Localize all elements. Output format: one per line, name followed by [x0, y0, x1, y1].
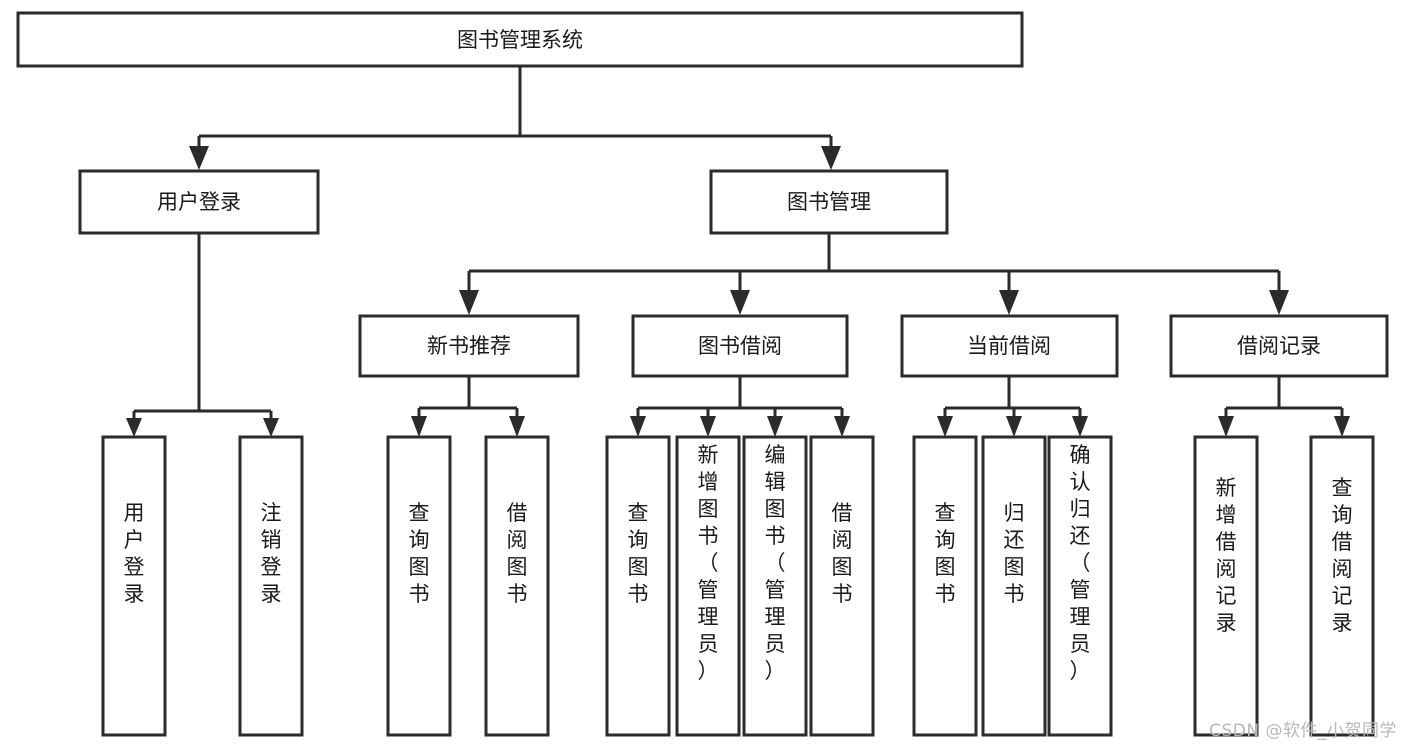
- leaf-node-user-login[interactable]: 用户登录: [101, 435, 167, 737]
- leaf-node-add-book[interactable]: 新增图书（管理员）: [675, 435, 741, 737]
- arrow-head-leaf-edit-book: [767, 416, 783, 437]
- arrow-head-to-new-book-rec: [459, 290, 479, 315]
- node-book-management[interactable]: 图书管理: [709, 169, 949, 235]
- leaf-node-logout-label: 注销登录: [261, 501, 282, 606]
- leaf-node-borrow-book-box: [809, 435, 875, 737]
- leaf-node-user-login-label: 用户登录: [124, 501, 145, 606]
- arrow-head-leaf-query-book-3: [937, 416, 953, 437]
- leaf-node-query-book-rec[interactable]: 查询图书: [386, 435, 452, 737]
- leaf-node-return-book-box: [981, 435, 1047, 737]
- leaf-node-confirm-return[interactable]: 确认归还（管理员）: [1047, 435, 1113, 737]
- csdn-watermark: CSDN @软件_小贺同学: [1209, 721, 1397, 741]
- connector-group-borrow-record: [1218, 376, 1350, 437]
- node-user-login[interactable]: 用户登录: [78, 169, 320, 235]
- leaf-node-add-borrow-record[interactable]: 新增借阅记录: [1193, 435, 1259, 737]
- leaf-node-borrow-book-rec-box: [484, 435, 550, 737]
- leaf-node-query-borrow-record-label: 查询借阅记录: [1332, 476, 1353, 635]
- leaf-node-edit-book-label: 编辑图书（管理员）: [765, 443, 786, 683]
- node-borrow-record[interactable]: 借阅记录: [1169, 314, 1389, 378]
- leaf-node-query-borrow-record[interactable]: 查询借阅记录: [1309, 435, 1375, 737]
- arrow-head-to-current-borrow: [999, 290, 1019, 315]
- arrow-head-leaf-add-record: [1218, 416, 1234, 437]
- leaf-node-query-book-rec-box: [386, 435, 452, 737]
- leaf-node-return-book[interactable]: 归还图书: [981, 435, 1047, 737]
- arrow-head-leaf-borrow-book-1: [509, 416, 525, 437]
- leaf-node-edit-book[interactable]: 编辑图书（管理员）: [742, 435, 808, 737]
- arrow-head-leaf-query-book-2: [630, 416, 646, 437]
- leaf-node-query-book-borrow[interactable]: 查询图书: [605, 435, 671, 737]
- leaf-node-user-login-box: [101, 435, 167, 737]
- node-new-book-recommend-box: [358, 314, 580, 378]
- leaf-node-return-book-label: 归还图书: [1004, 501, 1025, 606]
- node-root-system-label: 图书管理系统: [457, 28, 583, 52]
- leaf-node-edit-book-box: [742, 435, 808, 737]
- arrow-head-to-borrow-record: [1269, 290, 1289, 315]
- connector-group-user-login: [126, 233, 279, 437]
- node-book-management-label: 图书管理: [787, 190, 871, 214]
- leaf-node-add-borrow-record-box: [1193, 435, 1259, 737]
- leaf-node-add-book-label: 新增图书（管理员）: [698, 443, 719, 683]
- node-borrow-record-box: [1169, 314, 1389, 378]
- node-user-login-box: [78, 169, 320, 235]
- leaf-node-borrow-book-label: 借阅图书: [832, 501, 853, 606]
- leaf-node-borrow-book-rec-label: 借阅图书: [507, 501, 528, 606]
- node-book-borrow-box: [631, 314, 849, 378]
- arrow-head-to-book-mgmt: [821, 146, 841, 170]
- arrow-head-to-book-borrow: [730, 290, 750, 315]
- node-book-borrow[interactable]: 图书借阅: [631, 314, 849, 378]
- node-current-borrow[interactable]: 当前借阅: [900, 314, 1119, 378]
- leaf-node-logout[interactable]: 注销登录: [238, 435, 304, 737]
- leaf-node-borrow-book[interactable]: 借阅图书: [809, 435, 875, 737]
- leaf-node-query-book-rec-label: 查询图书: [409, 501, 430, 606]
- connector-group-root: [189, 66, 841, 170]
- arrow-head-leaf-query-record: [1334, 416, 1350, 437]
- connector-group-book-mgmt: [459, 233, 1289, 315]
- leaf-node-confirm-return-label: 确认归还（管理员）: [1070, 443, 1091, 683]
- node-new-book-recommend-label: 新书推荐: [427, 334, 511, 358]
- leaf-node-borrow-book-rec[interactable]: 借阅图书: [484, 435, 550, 737]
- arrow-head-leaf-borrow-book-2: [834, 416, 850, 437]
- connector-group-current-borrow: [937, 376, 1088, 437]
- connector-group-book-borrow: [630, 376, 850, 437]
- leaf-node-query-book-current-box: [912, 435, 978, 737]
- node-current-borrow-label: 当前借阅: [967, 334, 1051, 358]
- leaf-node-query-book-borrow-label: 查询图书: [628, 501, 649, 606]
- arrow-head-leaf-user-login: [126, 418, 142, 437]
- arrow-head-leaf-query-book-1: [411, 416, 427, 437]
- node-borrow-record-label: 借阅记录: [1237, 334, 1321, 358]
- arrow-head-leaf-return-book: [1006, 416, 1022, 437]
- leaf-node-query-book-current[interactable]: 查询图书: [912, 435, 978, 737]
- leaf-node-add-borrow-record-label: 新增借阅记录: [1216, 476, 1237, 635]
- leaf-node-logout-box: [238, 435, 304, 737]
- arrow-head-leaf-add-book: [700, 416, 716, 437]
- node-root-system-box: [16, 11, 1024, 68]
- node-root-system[interactable]: 图书管理系统: [16, 11, 1024, 68]
- node-user-login-label: 用户登录: [157, 190, 241, 214]
- leaf-node-add-book-box: [675, 435, 741, 737]
- leaf-node-query-book-borrow-box: [605, 435, 671, 737]
- leaf-node-query-book-current-label: 查询图书: [935, 501, 956, 606]
- arrow-head-leaf-confirm-return: [1072, 416, 1088, 437]
- arrow-head-leaf-logout: [263, 418, 279, 437]
- node-book-borrow-label: 图书借阅: [698, 334, 782, 358]
- node-book-management-box: [709, 169, 949, 235]
- node-current-borrow-box: [900, 314, 1119, 378]
- leaf-node-confirm-return-box: [1047, 435, 1113, 737]
- leaf-node-query-borrow-record-box: [1309, 435, 1375, 737]
- connector-group-new-book-rec: [411, 376, 525, 437]
- node-new-book-recommend[interactable]: 新书推荐: [358, 314, 580, 378]
- arrow-head-to-user-login: [189, 146, 209, 170]
